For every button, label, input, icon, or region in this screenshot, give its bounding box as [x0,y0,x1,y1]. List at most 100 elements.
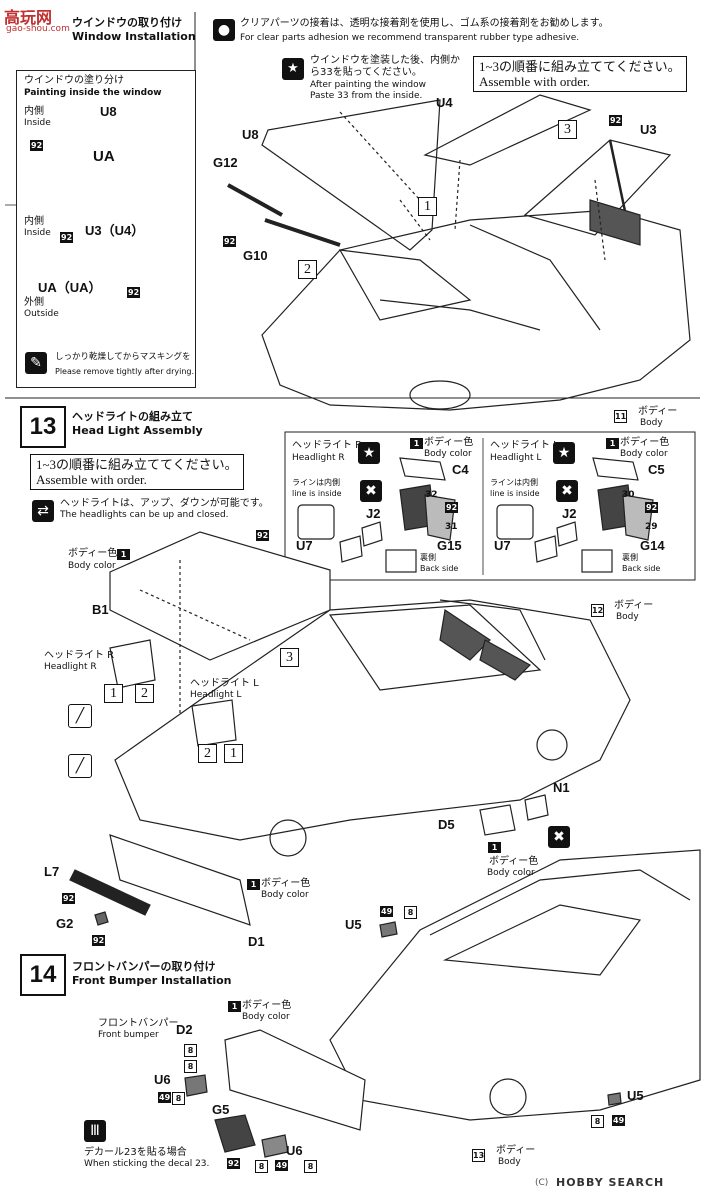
d1-bodycolor-en: Body color [261,890,309,900]
order-2-hl-r: 2 [135,684,154,703]
part-l7: L7 [44,864,60,879]
part-uaa: UA [93,148,115,165]
watermark-url: gao-shou.com [6,24,70,34]
d2-bodycolor-en: Body color [242,1012,290,1022]
hl-note-jp: ヘッドライトは、アップ、ダウンが可能です。 [60,498,269,509]
line-inside-jp-r: ラインは内側 [292,478,340,487]
step12-order-box: 1~3の順番に組み立ててください。 Assemble with order. [473,56,687,92]
paint-title-en: Painting inside the window [24,88,162,98]
order-3-hood: 3 [280,648,299,667]
bodycolor-l-en: Body color [620,449,668,459]
body-step-12: 12 [591,604,605,617]
part-u7-r: U7 [296,538,313,553]
watermark-logo: 高玩网 [4,8,53,27]
no-glue-icon-r: ✖ [360,480,382,502]
mirror-bodycolor-jp: ボディー色 [489,856,539,867]
no-glue-icon-main-1: ╱ [68,704,92,728]
part-c4: C4 [452,462,469,477]
mask-note-en: Please remove tightly after drying. [55,367,195,376]
body-step-11: 11 [614,410,628,423]
part-u6-right: U6 [286,1143,303,1158]
d2-bodycolor-badge: 1 [228,1001,241,1012]
part-g12: G12 [213,155,238,170]
outside-label-jp: 外側 [24,297,44,308]
bodycolor-r-en: Body color [424,449,472,459]
bodycolor-l-jp: ボディー色 [620,437,670,448]
glue-icon: ● [213,19,235,41]
hood-bodycolor-badge: 1 [117,549,130,560]
part-d2: D2 [176,1022,193,1037]
d2-bodycolor-jp: ボディー色 [242,1000,292,1011]
num-8-d2b: 8 [184,1060,197,1073]
line-inside-en-l: line is inside [490,489,540,498]
part-u5-right: U5 [627,1088,644,1103]
body-label-jp-13: ボディー [614,600,654,611]
part-c5: C5 [648,462,665,477]
decal-92-hood: 92 [256,530,270,541]
part-d1: D1 [248,934,265,949]
part-n1: N1 [553,780,570,795]
num-49-right: 49 [612,1115,626,1126]
painting-box [16,70,196,388]
part-u8: U8 [242,127,259,142]
num-30: 30 [622,490,635,500]
no-glue-icon-main-2: ╱ [68,754,92,778]
decal-note-jp: デカール23を貼る場合 [84,1147,187,1158]
step13-order-box: 1~3の順番に組み立ててください。 Assemble with order. [30,454,244,490]
bumper-label-en: Front bumper [98,1030,159,1040]
num-49-u6: 49 [275,1160,289,1171]
decal-note-en: When sticking the decal 23. [84,1159,210,1169]
footer-logo: HOBBY SEARCH [556,1176,665,1189]
hlr-label-en: Headlight R [292,453,345,463]
step12-note-jp: クリアパーツの接着は、透明な接着剤を使用し、ゴム系の接着剤をお勧めします。 [240,18,609,29]
num-8-u6a: 8 [255,1160,268,1173]
decal-92-l7: 92 [62,893,76,904]
hl-note-en: The headlights can be up and closed. [60,510,229,520]
bodycolor-r-jp: ボディー色 [424,437,474,448]
body-step-13: 13 [472,1149,486,1162]
body-label-jp: ボディー [638,406,678,417]
part-g15: G15 [437,538,462,553]
step13-title: ヘッドライトの組み立て Head Light Assembly [72,410,203,437]
back-side-en-r: Back side [420,564,459,573]
mirror-bodycolor-badge: 1 [488,842,501,853]
hood-bodycolor-jp: ボディー色 [68,548,118,559]
order-2-wiper: 2 [298,260,317,279]
body-label-en-13: Body [616,612,639,622]
mask-icon: ✎ [25,352,47,374]
bodycolor-badge-r: 1 [410,438,423,449]
footer-copy: (C) [535,1178,549,1188]
num-31: 31 [445,522,458,532]
num-8-right: 8 [591,1115,604,1128]
part-b1: B1 [92,602,109,617]
part-j2-r: J2 [366,506,381,521]
step14-title: フロントバンパーの取り付け Front Bumper Installation [72,960,232,987]
outside-label-en: Outside [24,309,59,319]
d1-bodycolor-jp: ボディー色 [261,878,311,889]
part-g2: G2 [56,916,74,931]
line-inside-jp-l: ラインは内側 [490,478,538,487]
back-side-jp-r: 裏側 [420,553,436,562]
decal-92-g5: 92 [227,1158,241,1169]
part-uab: UA（UA） [38,280,102,295]
part-j2-l: J2 [562,506,577,521]
star-note-en2: Paste 33 from the inside. [310,91,423,101]
num-49-left: 49 [158,1092,172,1103]
num-32: 32 [425,490,438,500]
hll-label-jp-box: ヘッドライト L [490,440,559,451]
step13-number: 13 [20,406,66,448]
star-note-en1: After painting the window [310,80,426,90]
body-label-en: Body [640,418,663,428]
order-1-hl-l: 1 [224,744,243,763]
part-u6-left: U6 [154,1072,171,1087]
star-icon-r: ★ [358,442,380,464]
num-8-top: 8 [404,906,417,919]
body-label-en-14: Body [498,1157,521,1167]
part-u3u4: U3（U4） [85,223,145,238]
part-u7-l: U7 [494,538,511,553]
hlr-main-jp: ヘッドライト R [44,650,115,661]
d1-bodycolor-badge: 1 [247,879,260,890]
step12-title: ウインドウの取り付け Window Installation [72,16,196,43]
order-3-glass: 3 [558,120,577,139]
part-g5: G5 [212,1102,230,1117]
